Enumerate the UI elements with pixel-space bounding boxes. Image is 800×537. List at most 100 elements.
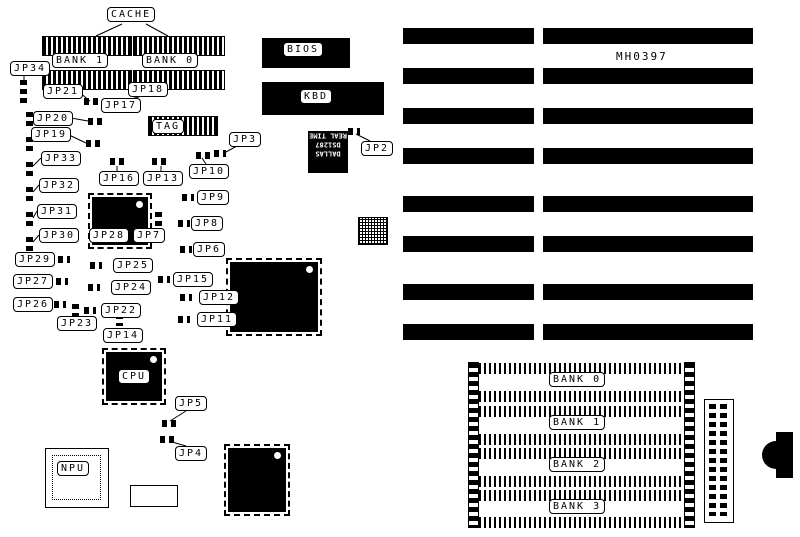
isa-slot-segment (543, 236, 753, 252)
jumper-label-jp24: JP24 (111, 280, 152, 295)
chipset-qfp-chip (226, 258, 322, 336)
isa-slot-segment (403, 148, 534, 164)
jumper-pins (56, 278, 68, 285)
cache-bank1-label: BANK 1 (52, 53, 109, 68)
jumper-label-jp2: JP2 (361, 141, 394, 156)
jumper-pins (158, 276, 170, 283)
crystal-component (358, 217, 388, 245)
jumper-pins (152, 158, 168, 165)
isa-slot-segment (403, 324, 534, 340)
jumper-pins (26, 162, 33, 178)
power-connector-pins (709, 404, 716, 516)
rtc-chip: DALLAS DS1287 REAL TIME (308, 131, 348, 173)
io-qfp-chip (224, 444, 290, 516)
jumper-label-jp16: JP16 (99, 171, 140, 186)
jumper-label-jp11: JP11 (197, 312, 238, 327)
power-connector-pins (720, 404, 727, 516)
simm-contact-row (479, 490, 683, 501)
jumper-label-jp31: JP31 (37, 204, 78, 219)
jumper-pins (26, 237, 33, 251)
simm-contact-row (479, 476, 683, 487)
simm-contact-row (479, 406, 683, 417)
isa-slot-segment (403, 196, 534, 212)
jumper-label-jp8: JP8 (191, 216, 224, 231)
isa-slot-segment (543, 324, 753, 340)
jumper-pins (110, 158, 126, 165)
jumper-label-jp34: JP34 (10, 61, 51, 76)
jumper-pins (88, 284, 100, 291)
jumper-label-jp7: JP7 (133, 228, 166, 243)
isa-slot-segment (543, 196, 753, 212)
jumper-pins (88, 118, 104, 125)
jumper-pins (155, 212, 162, 226)
jumper-label-jp14: JP14 (103, 328, 144, 343)
jumper-pins (26, 187, 33, 203)
isa-slot-segment (543, 108, 753, 124)
cpu-label: CPU (118, 369, 151, 384)
jumper-pins (180, 246, 192, 253)
jumper-label-jp15: JP15 (173, 272, 214, 287)
jumper-label-jp20: JP20 (33, 111, 74, 126)
jumper-pins (160, 436, 174, 443)
simm-contact-row (479, 363, 683, 374)
jumper-pins (72, 304, 79, 316)
kbd-label: KBD (300, 89, 333, 104)
simm-contact-row (479, 391, 683, 402)
isa-slot-segment (543, 284, 753, 300)
jumper-label-jp6: JP6 (193, 242, 226, 257)
board-part-number: MH0397 (616, 50, 668, 63)
isa-slot-segment (403, 236, 534, 252)
jumper-pins (178, 316, 190, 323)
simm-bank-1-label: BANK 1 (549, 415, 606, 430)
keyboard-din-connector (776, 432, 793, 478)
jumper-pins (180, 294, 192, 301)
bios-label: BIOS (283, 42, 324, 57)
cache-label: CACHE (107, 7, 156, 22)
jumper-label-jp23: JP23 (57, 316, 98, 331)
jumper-label-jp12: JP12 (199, 290, 240, 305)
jumper-label-jp19: JP19 (31, 127, 72, 142)
jumper-pins (26, 137, 33, 153)
jumper-pins (84, 98, 100, 105)
jumper-pins (26, 212, 33, 228)
jumper-pins (54, 301, 66, 308)
jumper-pins (116, 314, 123, 326)
isa-slot-segment (403, 108, 534, 124)
isa-slot-segment (543, 148, 753, 164)
simm-contact-row (479, 434, 683, 445)
oscillator-pad (130, 485, 178, 507)
jumper-label-jp28: JP28 (89, 228, 130, 243)
jumper-label-jp26: JP26 (13, 297, 54, 312)
jumper-pins (20, 80, 27, 104)
jumper-pins (86, 140, 102, 147)
jumper-label-jp27: JP27 (13, 274, 54, 289)
isa-slot-segment (543, 68, 753, 84)
jumper-label-jp22: JP22 (101, 303, 142, 318)
simm-bank-0-label: BANK 0 (549, 372, 606, 387)
jumper-pins (348, 128, 360, 135)
isa-slot-segment (543, 28, 753, 44)
jumper-label-jp33: JP33 (41, 151, 82, 166)
cache-bank0-label: BANK 0 (142, 53, 199, 68)
isa-slot-segment (403, 68, 534, 84)
jumper-pins (58, 256, 70, 263)
npu-label: NPU (57, 461, 90, 476)
jumper-label-jp25: JP25 (113, 258, 154, 273)
isa-slot-segment (403, 28, 534, 44)
jumper-label-jp9: JP9 (197, 190, 230, 205)
jumper-pins (84, 307, 96, 314)
simm-bank-3-label: BANK 3 (549, 499, 606, 514)
tag-label: TAG (152, 119, 185, 134)
jumper-pins (214, 150, 226, 157)
jumper-label-jp4: JP4 (175, 446, 208, 461)
jumper-pins (26, 112, 33, 128)
jumper-label-jp30: JP30 (39, 228, 80, 243)
simm-bank-2-label: BANK 2 (549, 457, 606, 472)
jumper-label-jp18: JP18 (128, 82, 169, 97)
jumper-pins (162, 420, 176, 427)
jumper-label-jp29: JP29 (15, 252, 56, 267)
isa-slot-segment (403, 284, 534, 300)
simm-contact-row (479, 517, 683, 528)
jumper-label-jp21: JP21 (43, 84, 84, 99)
